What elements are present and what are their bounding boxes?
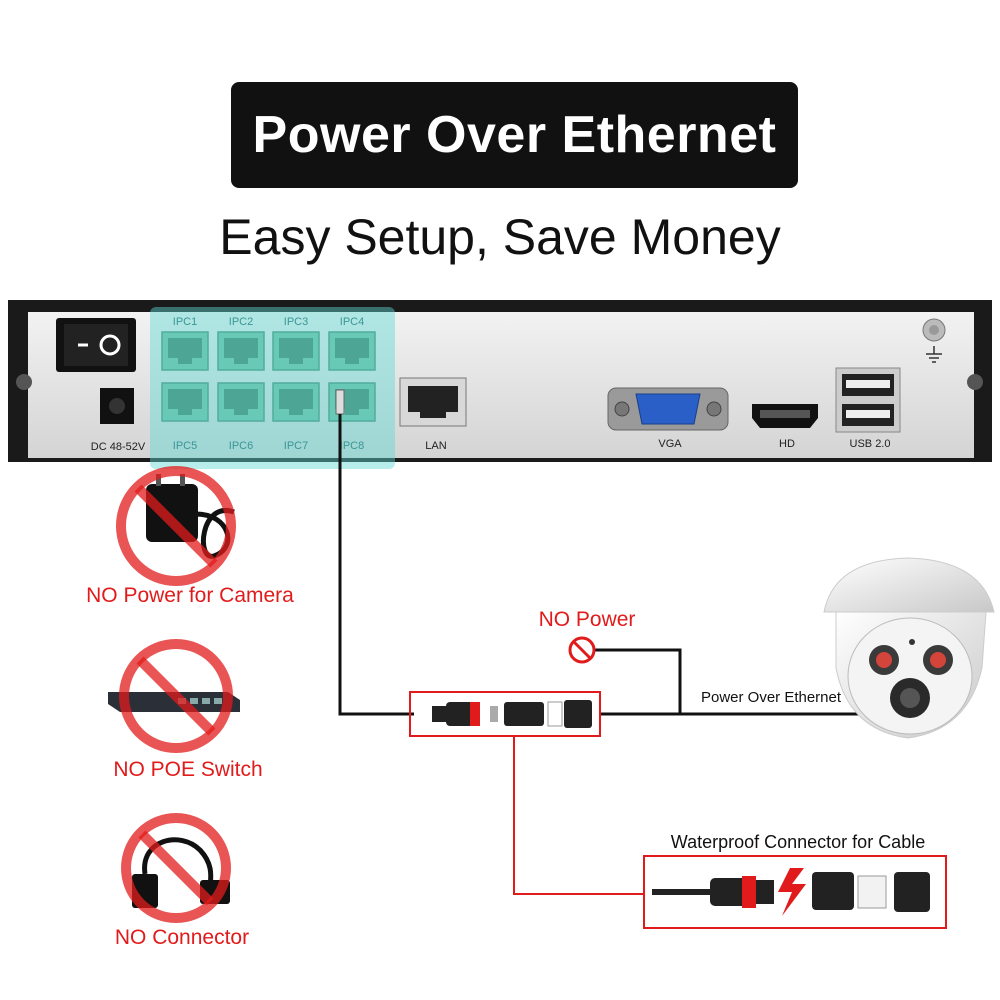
- cable-connector: [409, 691, 601, 737]
- port-label-ipc6: IPC6: [229, 440, 253, 452]
- usb-label: USB 2.0: [850, 438, 891, 450]
- dc-jack: [100, 388, 134, 424]
- lan-port: [399, 377, 467, 427]
- port-label-ipc1: IPC1: [173, 316, 197, 328]
- vga-label: VGA: [658, 438, 682, 450]
- poe-highlight: [150, 307, 395, 469]
- waterproof-label: Waterproof Connector for Cable: [671, 832, 925, 852]
- hd-label: HD: [779, 438, 795, 450]
- lightning-icon: [778, 868, 806, 916]
- power-switch: [56, 318, 136, 372]
- callout-line: [513, 736, 644, 895]
- prohibited-icon: [568, 636, 596, 664]
- port-label-ipc4: IPC4: [340, 316, 364, 328]
- network-cable: [335, 389, 860, 716]
- vga-port: [607, 387, 729, 431]
- left-item-label-1: NO Power for Camera: [86, 584, 294, 607]
- poe-switch-icon: [108, 639, 240, 753]
- dome-camera-icon: [823, 557, 995, 739]
- no-power-label: NO Power: [539, 608, 636, 631]
- nvr-device: DC 48-52V IPC1 IPC2 IPC3 IPC4 IPC5 IPC6 …: [8, 300, 992, 469]
- title-banner: Power Over Ethernet: [231, 82, 798, 188]
- usb-connector-icon: [121, 813, 231, 923]
- page-subtitle: Easy Setup, Save Money: [219, 209, 781, 265]
- left-item-label-3: NO Connector: [115, 926, 249, 949]
- dc-label: DC 48-52V: [91, 441, 146, 453]
- usb-ports: [835, 367, 901, 433]
- ground-screw-icon: [922, 318, 946, 363]
- port-label-ipc8: IPC8: [340, 440, 364, 452]
- hdmi-port: [752, 404, 818, 428]
- page-title: Power Over Ethernet: [252, 106, 777, 164]
- port-label-ipc3: IPC3: [284, 316, 308, 328]
- lan-label: LAN: [425, 440, 446, 452]
- power-adapter-icon: [116, 466, 236, 586]
- port-label-ipc7: IPC7: [284, 440, 308, 452]
- waterproof-connector: [643, 855, 947, 929]
- poe-label: Power Over Ethernet: [701, 689, 842, 706]
- left-item-label-2: NO POE Switch: [113, 758, 262, 781]
- port-label-ipc5: IPC5: [173, 440, 197, 452]
- port-label-ipc2: IPC2: [229, 316, 253, 328]
